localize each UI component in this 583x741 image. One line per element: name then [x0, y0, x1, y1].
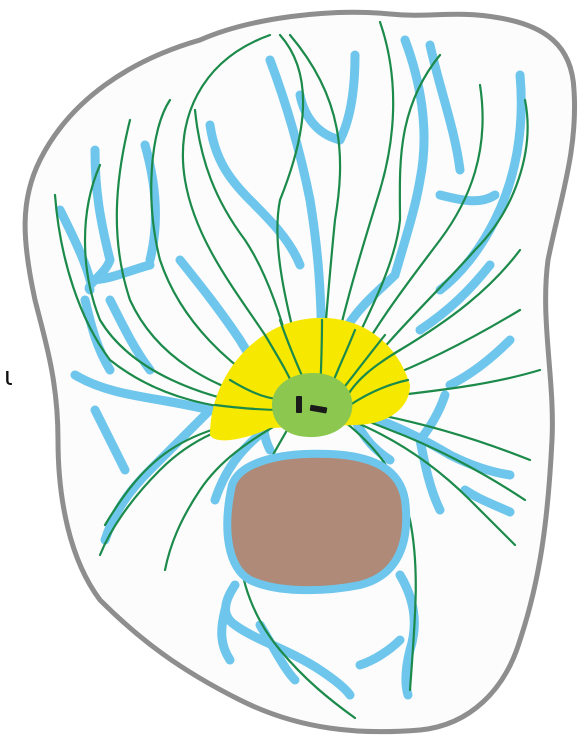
edge-label: ι	[4, 362, 13, 392]
brown-nucleus	[227, 454, 406, 590]
centriole	[296, 396, 302, 413]
